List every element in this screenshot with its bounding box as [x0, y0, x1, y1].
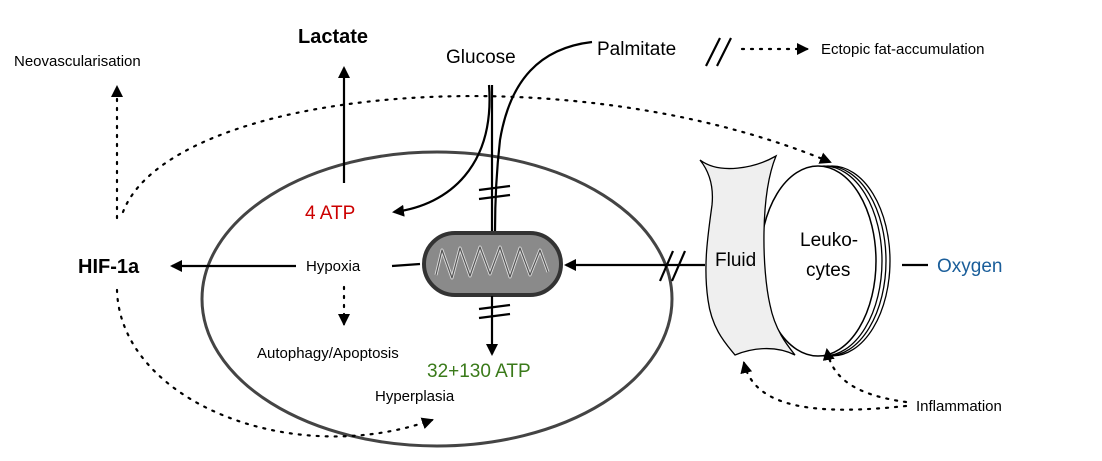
leukocytes-label-line1: Leuko-	[800, 230, 858, 251]
neovascularisation-label: Neovascularisation	[14, 53, 141, 70]
atp-glycolysis-label: 4 ATP	[305, 203, 355, 224]
block-mark-lower-1	[478, 303, 511, 311]
leukocytes-label-line2: cytes	[806, 260, 850, 281]
line-mitochondrion-to-hypoxia	[391, 262, 421, 268]
block-mark-palmitate-2	[716, 37, 732, 67]
block-mark-fluid-1	[658, 250, 675, 282]
arrow-inflammation-to-leukocytes	[822, 348, 908, 404]
atp-oxidative-label: 32+130 ATP	[427, 361, 531, 382]
palmitate-label: Palmitate	[597, 39, 676, 60]
arrow-glucose-to-4atp	[392, 84, 491, 217]
fluid-label: Fluid	[715, 250, 756, 271]
block-mark-upper-1	[478, 184, 511, 192]
arrow-hif-to-hyperplasia	[115, 288, 434, 438]
autophagy-apoptosis-label: Autophagy/Apoptosis	[257, 345, 399, 362]
leukocytes-disc-shape	[759, 165, 891, 357]
inflammation-label: Inflammation	[916, 398, 1002, 415]
glucose-label: Glucose	[446, 47, 516, 68]
lactate-label: Lactate	[298, 26, 368, 48]
arrow-inflammation-to-fluid	[740, 361, 908, 411]
oxygen-label: Oxygen	[937, 256, 1002, 277]
hyperplasia-label: Hyperplasia	[375, 388, 455, 405]
arrow-hif-to-leukocytes	[121, 94, 832, 214]
fluid-layer-shape	[699, 154, 796, 356]
mitochondrion-icon	[422, 231, 563, 297]
block-mark-upper-2	[478, 193, 511, 201]
block-mark-fluid-2	[670, 250, 687, 282]
hif-1a-label: HIF-1a	[78, 256, 140, 278]
block-mark-lower-2	[478, 312, 511, 320]
arrow-palmitate-to-mitochondrion	[493, 40, 593, 233]
ectopic-fat-label: Ectopic fat-accumulation	[821, 41, 984, 58]
hypoxia-label: Hypoxia	[306, 258, 361, 275]
cell-outline	[200, 150, 674, 448]
block-mark-palmitate-1	[705, 37, 721, 67]
